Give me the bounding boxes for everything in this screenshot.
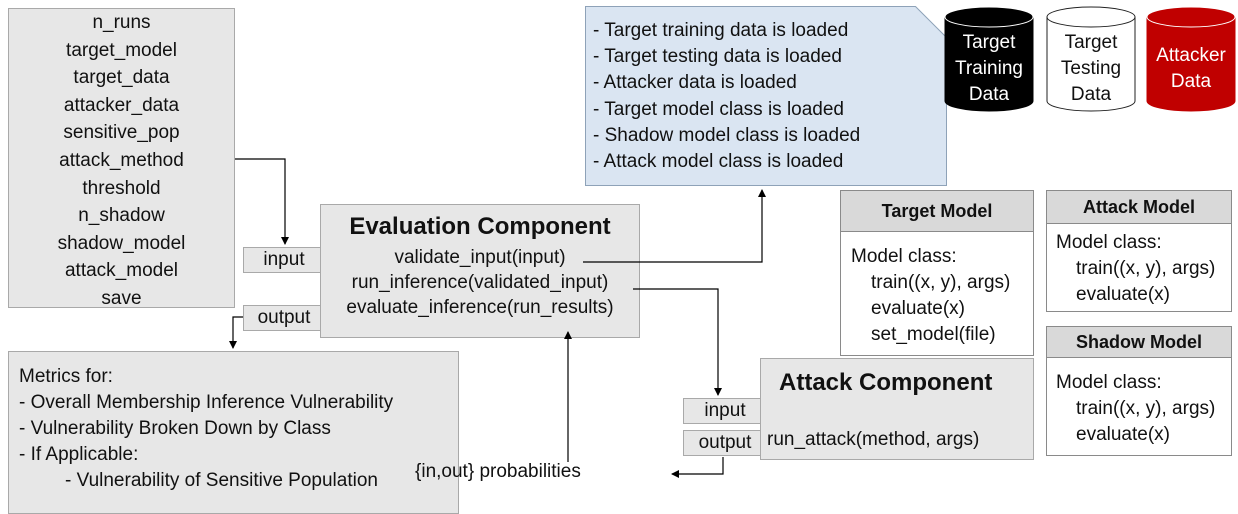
method-run-inference: run_inference(validated_input) xyxy=(351,272,609,293)
attack-model-card: Attack Model Model class: train((x, y), … xyxy=(1046,190,1232,312)
attack-input-tag: input xyxy=(683,398,767,424)
cylinder-label-attacker-data: Attacker Data xyxy=(1147,43,1235,95)
metrics-sub-item: - Vulnerability of Sensitive Population xyxy=(65,470,378,491)
model-line: evaluate(x) xyxy=(1076,424,1170,445)
model-line: evaluate(x) xyxy=(871,298,965,319)
model-line: train((x, y), args) xyxy=(1076,398,1216,419)
load-checklist: - Target training data is loaded - Targe… xyxy=(585,6,947,186)
metrics-box: Metrics for: - Overall Membership Infere… xyxy=(8,351,459,514)
cylinder-text: Target xyxy=(962,32,1016,53)
cylinder-text: Testing xyxy=(1060,58,1122,79)
shadow-model-header: Shadow Model xyxy=(1047,327,1231,358)
param-item: n_runs xyxy=(92,12,151,33)
evaluation-component-title: Evaluation Component xyxy=(349,213,611,240)
param-item: shadow_model xyxy=(57,232,186,254)
method-evaluate-inference: evaluate_inference(run_results) xyxy=(346,297,614,318)
arrow-attack-output-to-prob xyxy=(671,457,724,478)
checklist-item: - Shadow model class is loaded xyxy=(593,124,861,146)
cylinder-label-target-testing: Target Testing Data xyxy=(1047,30,1135,108)
attack-model-header: Attack Model xyxy=(1047,191,1231,224)
probabilities-label: {in,out} probabilities xyxy=(415,461,581,482)
param-item: attacker_data xyxy=(63,94,180,116)
cylinder-text: Data xyxy=(968,84,1010,105)
eval-output-tag: output xyxy=(243,305,325,331)
model-line: evaluate(x) xyxy=(1076,284,1170,305)
method-run-attack: run_attack(method, args) xyxy=(767,429,980,450)
cylinder-text: Data xyxy=(1170,71,1212,92)
metrics-heading: Metrics for: xyxy=(19,366,113,387)
metrics-item: - Overall Membership Inference Vulnerabi… xyxy=(19,392,394,413)
model-line: train((x, y), args) xyxy=(1076,258,1216,279)
checklist-item: - Target model class is loaded xyxy=(593,98,844,120)
evaluation-component: Evaluation Component validate_input(inpu… xyxy=(320,204,640,338)
metrics-item: - If Applicable: xyxy=(19,444,139,465)
model-line: Model class: xyxy=(1056,232,1162,253)
checklist-item: - Target training data is loaded xyxy=(593,20,849,41)
target-model-header: Target Model xyxy=(841,191,1033,232)
method-validate-input: validate_input(input) xyxy=(394,247,566,268)
metrics-item: - Vulnerability Broken Down by Class xyxy=(19,418,331,439)
arrow-params-to-input xyxy=(235,158,289,245)
param-item: sensitive_pop xyxy=(63,122,180,144)
cylinder-label-target-training: Target Training Data xyxy=(945,30,1033,108)
callout-fold xyxy=(915,6,947,38)
cylinder-text: Target xyxy=(1064,32,1118,53)
cylinder-text: Data xyxy=(1070,84,1112,105)
param-item: attack_method xyxy=(59,149,184,171)
param-item: n_shadow xyxy=(78,205,165,227)
cylinder-text: Training xyxy=(955,58,1023,79)
model-line: Model class: xyxy=(1056,372,1162,393)
attack-component-title: Attack Component xyxy=(779,369,993,396)
attack-component: Attack Component run_attack(method, args… xyxy=(760,358,1034,460)
target-model-card: Target Model Model class: train((x, y), … xyxy=(840,190,1034,356)
checklist-item: - Attacker data is loaded xyxy=(593,72,797,94)
shadow-model-card: Shadow Model Model class: train((x, y), … xyxy=(1046,326,1232,456)
model-line: set_model(file) xyxy=(871,324,996,345)
param-item: target_data xyxy=(73,67,170,89)
model-line: Model class: xyxy=(851,246,957,267)
param-item: save xyxy=(101,287,142,309)
arrow-inference-to-attack xyxy=(633,288,722,396)
param-item: threshold xyxy=(82,177,161,199)
checklist-item: - Attack model class is loaded xyxy=(593,151,844,173)
parameter-list: n_runs target_model target_data attacker… xyxy=(8,8,235,309)
cylinder-text: Attacker xyxy=(1156,45,1226,66)
model-line: train((x, y), args) xyxy=(871,272,1011,293)
attack-output-tag: output xyxy=(683,430,767,456)
param-item: target_model xyxy=(66,39,177,61)
param-item: attack_model xyxy=(64,260,178,282)
eval-input-tag: input xyxy=(243,247,325,273)
arrow-output-to-metrics xyxy=(229,316,243,349)
checklist-item: - Target testing data is loaded xyxy=(593,46,842,68)
